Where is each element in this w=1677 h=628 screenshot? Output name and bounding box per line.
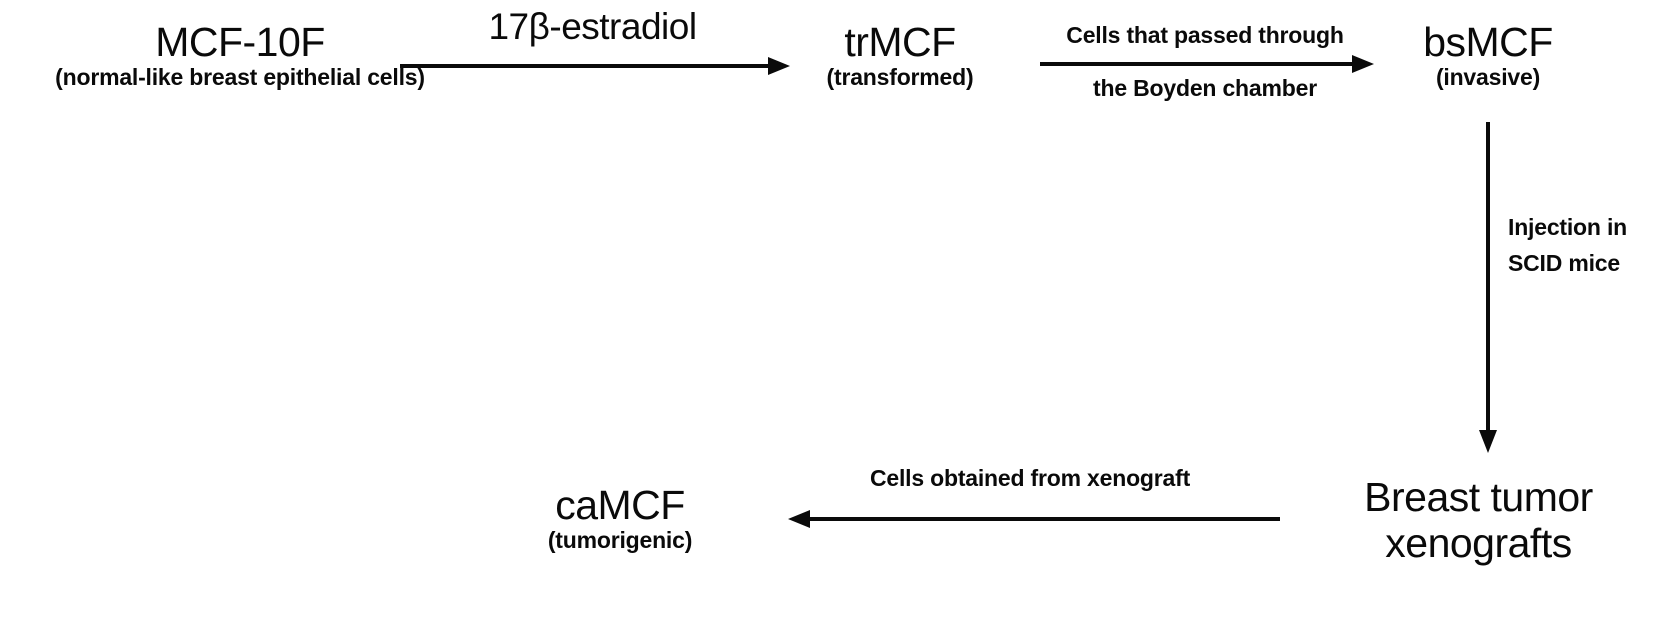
node-xenografts-title-line1: Breast tumor [1364, 474, 1593, 520]
node-xenografts: Breast tumor xenografts [1280, 474, 1677, 567]
node-bsmcf: bsMCF (invasive) [1368, 22, 1608, 89]
node-trmcf-sublabel: (transformed) [826, 64, 974, 90]
edge-injection-label: Injection in SCID mice [1508, 210, 1668, 281]
node-bsmcf-title: bsMCF [1423, 19, 1553, 65]
edge-boyden-label-below: the Boyden chamber [1093, 75, 1317, 101]
edge-estradiol-label: 17β-estradiol [488, 6, 697, 47]
node-camcf-title: caMCF [555, 482, 685, 528]
node-xenografts-title-line2: xenografts [1385, 519, 1572, 566]
edge-estradiol-arrow [400, 57, 790, 75]
edge-boyden-label-above: Cells that passed through [1066, 22, 1344, 48]
node-bsmcf-sublabel: (invasive) [1435, 64, 1541, 90]
edge-injection-label-line1: Injection in [1508, 214, 1627, 240]
node-mcf10f-sublabel: (normal-like breast epithelial cells) [55, 64, 425, 90]
edge-xenograft-cells-arrow [788, 510, 1280, 528]
node-mcf10f-title: MCF-10F [155, 19, 325, 65]
edge-xenograft-cells-label: Cells obtained from xenograft [869, 465, 1191, 491]
node-camcf: caMCF (tumorigenic) [460, 485, 780, 552]
node-trmcf: trMCF (transformed) [780, 22, 1020, 89]
edge-boyden-arrow [1040, 55, 1374, 73]
edge-injection-label-line2: SCID mice [1508, 249, 1620, 276]
node-mcf10f: MCF-10F (normal-like breast epithelial c… [0, 22, 480, 89]
edge-injection-arrow [1479, 122, 1497, 453]
node-camcf-sublabel: (tumorigenic) [547, 527, 693, 553]
node-trmcf-title: trMCF [844, 19, 956, 65]
